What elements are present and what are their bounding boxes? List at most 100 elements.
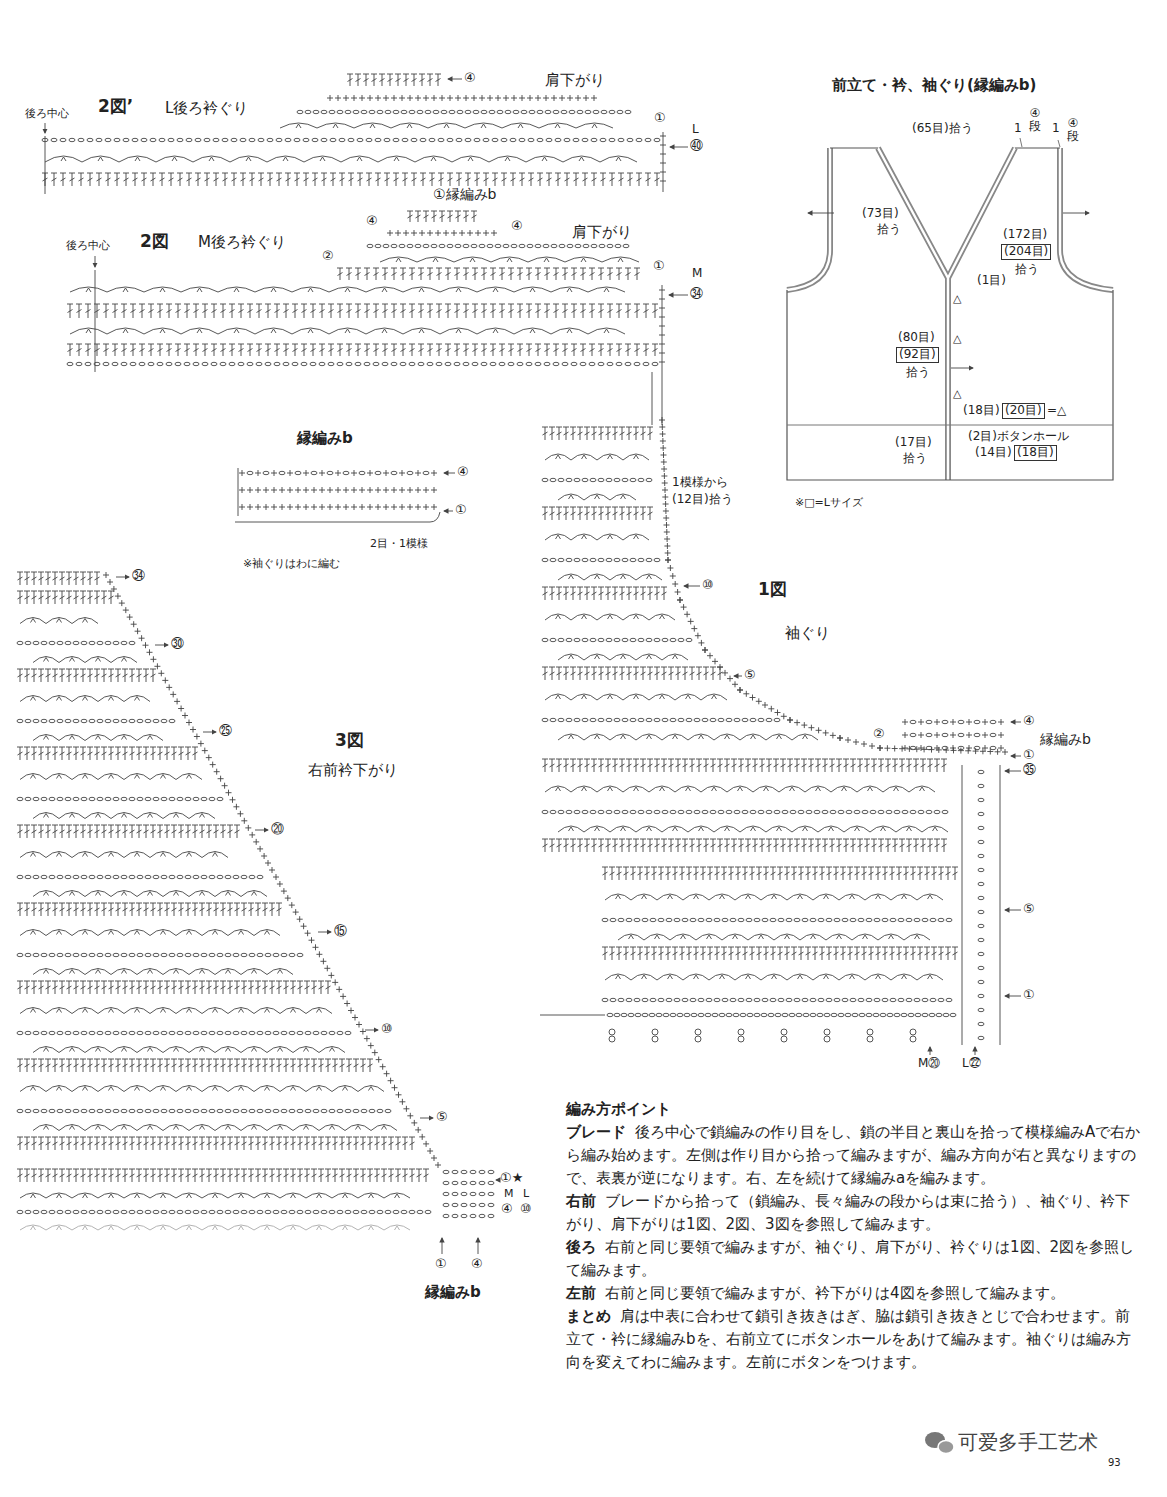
count-text: (92目) [899, 347, 936, 361]
chart-label: 2目・1模様 [370, 538, 428, 551]
schematic-label: 1 [1014, 122, 1022, 136]
chart-label: ④ [464, 71, 476, 86]
direction-arrow [684, 586, 700, 587]
chart-label: 3図 [335, 731, 364, 751]
chart-label: ①★ [500, 1171, 523, 1186]
direction-arrow [442, 1238, 443, 1254]
count-text: (18目) [1017, 445, 1054, 459]
chart-label: ② [322, 249, 334, 264]
chart-label: 肩下がり [545, 72, 605, 89]
chart-label: ① [455, 503, 467, 518]
chart-label: 1図 [758, 580, 787, 600]
chart-label: ① [654, 111, 666, 126]
chart-label: L後ろ衿ぐり [165, 100, 248, 117]
direction-arrow [45, 123, 46, 133]
schematic-label: 拾う [1015, 263, 1039, 277]
schematic-label: 前立て・衿、袖ぐり(縁編みb) [832, 77, 1036, 94]
chart-label: ① [435, 1257, 447, 1272]
chart-label: M [504, 1188, 514, 1201]
schematic-label: 1 [1052, 122, 1060, 136]
chart-label: ⑩ [520, 1202, 532, 1217]
direction-arrow [669, 295, 688, 296]
direction-arrow [670, 147, 688, 148]
schematic-label: (17目) [895, 436, 932, 450]
chart-label: ④ [457, 465, 469, 480]
chart-label: 袖ぐり [785, 625, 830, 642]
schematic-label: 拾う [903, 452, 927, 466]
instruction-text: 右前と同じ要領で編みますが、衿下がりは4図を参照して編みます。 [605, 1284, 1065, 1302]
chart-label: ④ [1023, 714, 1035, 729]
instruction-text: 後ろ中心で鎖編みの作り目をし、鎖の半目と裏山を拾って模様編みAで右から編み始めま… [566, 1123, 1140, 1187]
chart-label: ⑩ [381, 1022, 393, 1037]
direction-arrow [203, 732, 216, 733]
instruction-paragraph: 後ろ右前と同じ要領で編みますが、袖ぐり、肩下がり、衿ぐりは1図、2図を参照して編… [566, 1236, 1144, 1282]
direction-arrow [444, 473, 455, 474]
instruction-paragraph: 右前ブレードから拾って（鎖編み、長々編みの段からは束に拾う）、袖ぐり、衿下がり、… [566, 1190, 1144, 1236]
schematic-label: (65目)拾う [912, 122, 973, 136]
direction-arrow [808, 213, 834, 214]
boxed-count: (204目) [1001, 244, 1051, 260]
instruction-paragraph: 左前右前と同じ要領で編みますが、衿下がりは4図を参照して編みます。 [566, 1282, 1144, 1305]
chart-label: L [692, 123, 699, 137]
instruction-keyword: まとめ [566, 1307, 611, 1325]
direction-arrow [1005, 910, 1021, 911]
schematic-label: ※□=Lサイズ [795, 497, 863, 510]
chart-label: ①縁編みb [433, 186, 496, 202]
direction-arrow [1005, 996, 1021, 997]
direction-arrow [365, 1030, 378, 1031]
stitch-symbols [17, 74, 1008, 1218]
chart-label: 縁編みb [1040, 731, 1091, 747]
chart-label: ⑤ [436, 1110, 448, 1125]
chart-label: (12目)拾う [672, 493, 733, 507]
direction-arrow [1063, 213, 1089, 214]
chart-label: ※袖ぐりはわに編む [243, 558, 340, 571]
edging-band [787, 148, 1113, 480]
instruction-keyword: 後ろ [566, 1238, 596, 1256]
chart-label: M⑳ [918, 1057, 940, 1071]
direction-arrow [930, 1047, 931, 1055]
chart-label: ⑮ [334, 924, 347, 939]
chart-label: ① [1023, 748, 1035, 763]
chart-label: 肩下がり [572, 224, 632, 241]
instruction-text: 肩は中表に合わせて鎖引き抜きはぎ、脇は鎖引き抜きとじで合わせます。前立て・衿に縁… [566, 1307, 1131, 1371]
instruction-paragraph: まとめ肩は中表に合わせて鎖引き抜きはぎ、脇は鎖引き抜きとじで合わせます。前立て・… [566, 1305, 1144, 1374]
instruction-block: 編み方ポイントブレード後ろ中心で鎖編みの作り目をし、鎖の半目と裏山を拾って模様編… [566, 1098, 1144, 1374]
direction-arrow [444, 511, 453, 512]
instruction-keyword: 左前 [566, 1284, 596, 1302]
chart-label: 2図’ [98, 97, 133, 117]
instruction-keyword: 右前 [566, 1192, 596, 1210]
direction-arrow [255, 830, 268, 831]
direction-arrow [734, 676, 742, 677]
chart-label: ① [653, 259, 665, 274]
edging-band [787, 148, 1113, 480]
chart-label: ⑤ [744, 668, 756, 683]
chart-label: ① [1023, 988, 1035, 1003]
direction-arrow [1011, 756, 1021, 757]
schematic-label: △ [953, 293, 961, 306]
schematic-label: △ [953, 333, 961, 346]
hem-line [787, 425, 1113, 426]
direction-arrow [496, 1180, 498, 1181]
chart-label: ④ [471, 1257, 483, 1272]
chart-label: 右前衿下がり [308, 762, 398, 779]
direction-arrow [1005, 771, 1021, 772]
schematic-label: ④段 [1029, 107, 1041, 133]
schematic-label: (1目) [977, 274, 1006, 288]
chart-label: ㉞ [132, 569, 145, 584]
count-text: (204目) [1004, 244, 1048, 258]
direction-arrow [448, 79, 462, 80]
page-number: 93 [1108, 1457, 1121, 1469]
direction-arrow [420, 1118, 433, 1119]
chart-label: L [523, 1188, 529, 1201]
chart-label: ⑩ [702, 578, 714, 593]
direction-arrow [95, 256, 96, 267]
chart-label: ⑤ [1023, 902, 1035, 917]
chart-label: M後ろ衿ぐり [198, 234, 286, 251]
direction-arrow [318, 932, 331, 933]
boxed-count: (20目) [1002, 403, 1045, 419]
schematic-label: (2目)ボタンホール [968, 430, 1069, 444]
chart-label: 縁編みb [297, 430, 353, 447]
schematic-label: ④段 [1067, 117, 1079, 143]
direction-arrow [975, 1047, 976, 1055]
schematic-label: (80目) [898, 331, 935, 345]
